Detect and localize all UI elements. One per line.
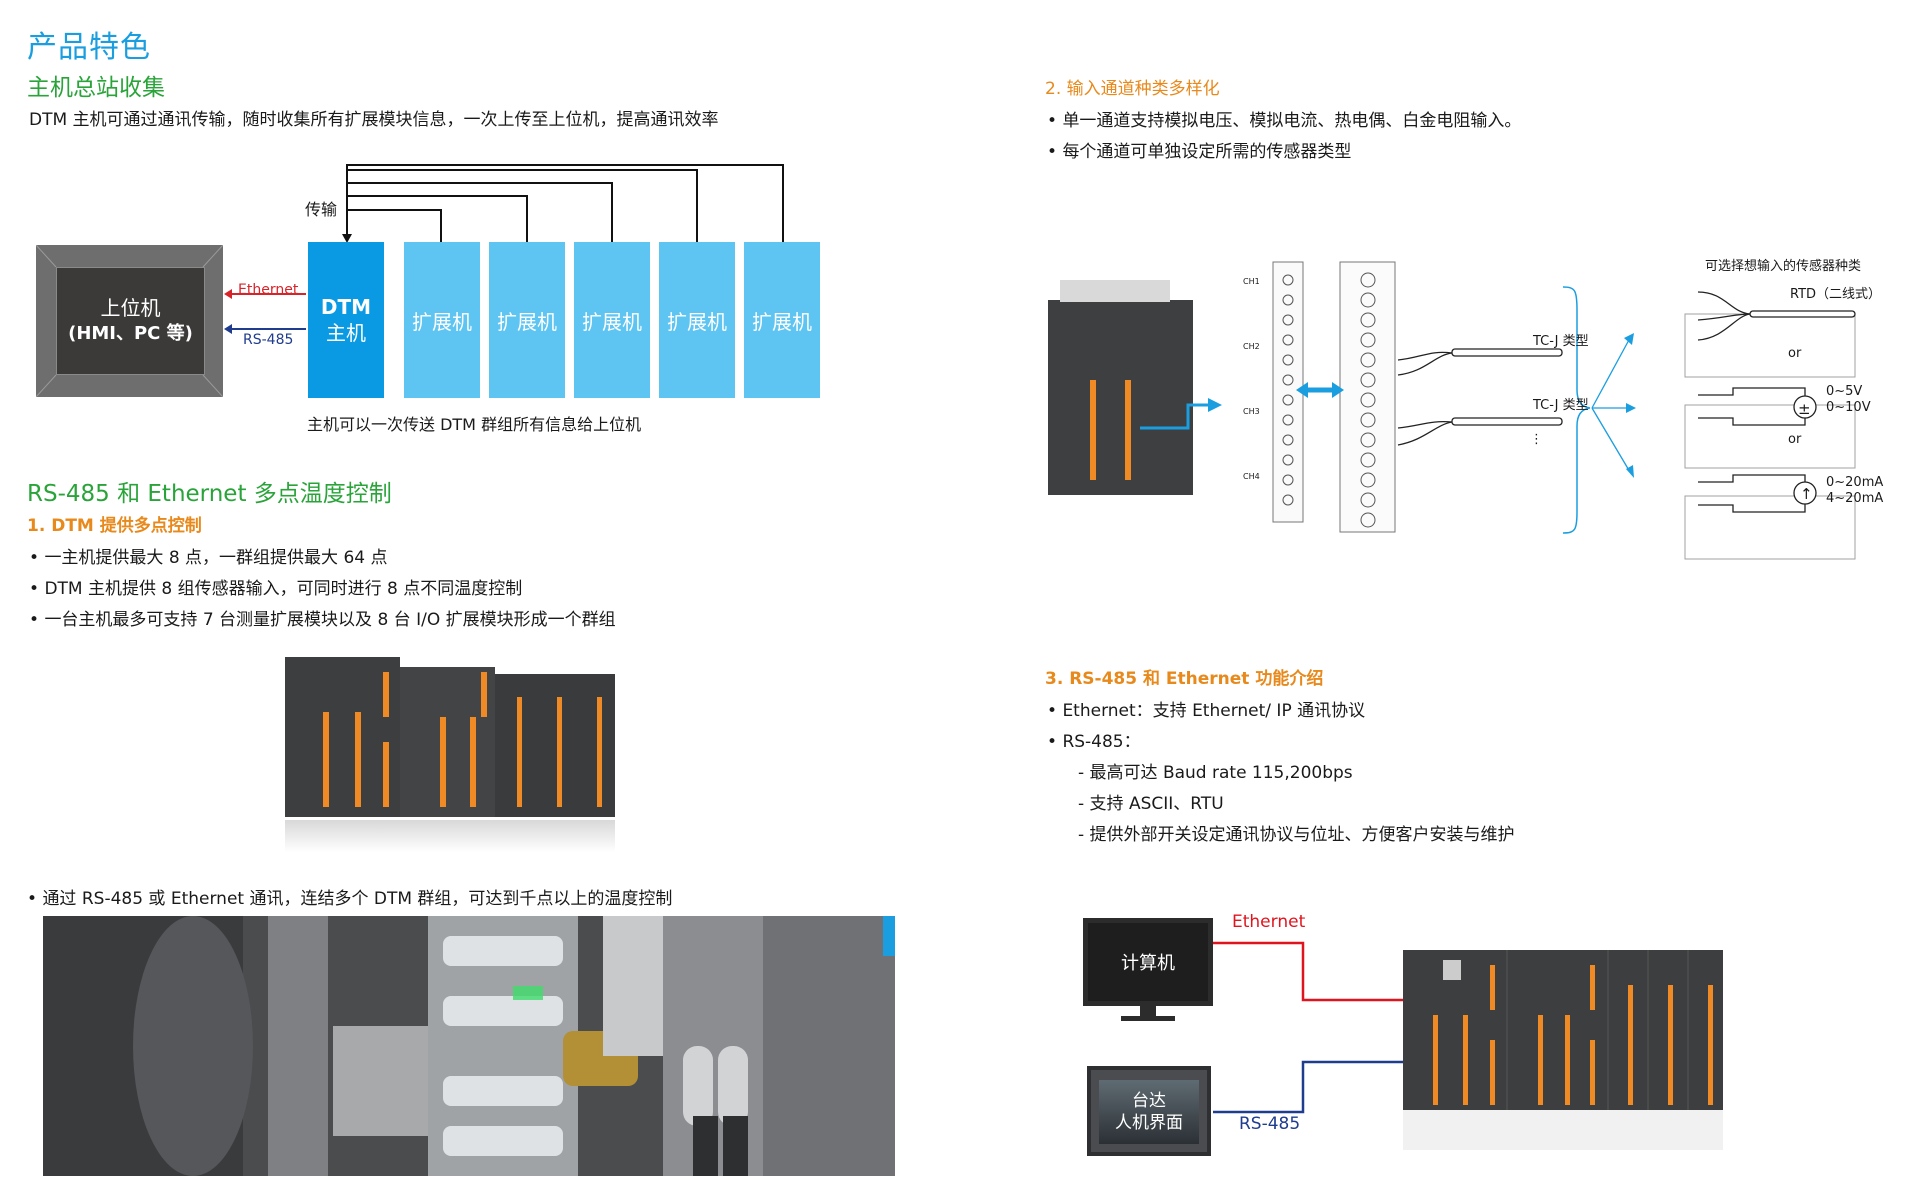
channel-label: CH1 [1243, 277, 1260, 286]
sensor-types-title: 可选择想输入的传感器种类 [1705, 259, 1862, 274]
uparrow-symbol: ↑ [1800, 485, 1813, 503]
computer-label: 计算机 [1083, 918, 1213, 1006]
sub-item: - 最高可达 Baud rate 115,200bps [1078, 763, 1353, 783]
host-line2: (HMI、PC 等) [68, 323, 193, 344]
page-title: 产品特色 [27, 30, 151, 65]
dtm-line2: 主机 [326, 321, 366, 345]
voltage-source-icon [1793, 395, 1817, 419]
bullet-item: DTM 主机提供 8 组传感器输入，可同时进行 8 点不同温度控制 [29, 574, 522, 599]
subsection-title-3: 3. RS-485 和 Ethernet 功能介绍 [1045, 669, 1324, 689]
bullet-item: 单一通道支持模拟电压、模拟电流、热电偶、白金电阻输入。 [1047, 106, 1521, 131]
rs485-label: RS-485 [243, 332, 294, 348]
rtd-label: RTD（二线式） [1790, 287, 1882, 302]
extension-block: 扩展机 [574, 242, 650, 398]
arrow-down-icon [342, 234, 352, 243]
host-computer-label: 上位机 (HMI、PC 等) [56, 267, 205, 375]
bullet-item: 一台主机最多可支持 7 台测量扩展模块以及 8 台 I/O 扩展模块形成一个群组 [29, 605, 615, 630]
bullet-item: Ethernet：支持 Ethernet/ IP 通讯协议 [1047, 696, 1365, 721]
hmi-line2: 人机界面 [1115, 1113, 1183, 1133]
current-range: 0~20mA [1826, 475, 1884, 490]
or-label: or [1788, 346, 1802, 361]
delta-hmi-panel: 台达 人机界面 [1087, 1066, 1211, 1156]
dtm-host-block: DTM 主机 [308, 242, 384, 398]
arrow-right-icon [1208, 398, 1222, 412]
host-line1: 上位机 [100, 296, 161, 320]
bullet-item: 每个通道可单独设定所需的传感器类型 [1047, 137, 1351, 162]
tc-j-label: TC-J 类型 [1533, 398, 1589, 413]
current-range: 4~20mA [1826, 491, 1884, 506]
or-label: or [1788, 432, 1802, 447]
host-computer-box: 上位机 (HMI、PC 等) [36, 245, 223, 397]
dtm-group-product-image [285, 652, 625, 852]
monitor-stand [1140, 1006, 1156, 1016]
ethernet-port-icon [1443, 960, 1461, 980]
channel-label: CH4 [1243, 472, 1260, 481]
extension-block: 扩展机 [744, 242, 820, 398]
arrow-left-icon [224, 324, 232, 334]
arrow-left-icon [224, 289, 232, 299]
network-lines [1213, 941, 1723, 1150]
hmi-line1: 台达 [1132, 1091, 1166, 1111]
ethernet-label: Ethernet [238, 282, 299, 298]
transfer-label: 传输 [305, 200, 338, 219]
subsection-title-2: 2. 输入通道种类多样化 [1045, 79, 1220, 99]
bevel-frame [36, 245, 223, 397]
channel-label: CH3 [1243, 407, 1260, 416]
plusminus-symbol: ± [1798, 400, 1811, 418]
channel-label: CH2 [1243, 342, 1260, 351]
transfer-lines [224, 164, 784, 334]
bullet-item: 一主机提供最大 8 点，一群组提供最大 64 点 [29, 543, 387, 568]
extension-block: 扩展机 [659, 242, 735, 398]
wiring-illustration [1048, 261, 1856, 560]
sub-item: - 支持 ASCII、RTU [1078, 794, 1224, 814]
injection-mold-machine-photo [43, 916, 895, 1176]
computer-monitor: 计算机 [1083, 918, 1213, 1021]
section-heading-host-collection: 主机总站收集 [27, 75, 165, 101]
product-illustration [285, 657, 615, 852]
monitor-base [1121, 1016, 1175, 1021]
ethernet-label: Ethernet [1232, 912, 1306, 932]
diagram-caption: 主机可以一次传送 DTM 群组所有信息给上位机 [307, 415, 642, 434]
section-description: DTM 主机可通过通讯传输，随时收集所有扩展模块信息，一次上传至上位机，提高通讯… [29, 110, 719, 130]
note-bullet: 通过 RS-485 或 Ethernet 通讯，连结多个 DTM 群组，可达到千… [27, 884, 672, 909]
extension-block: 扩展机 [489, 242, 565, 398]
hmi-label: 台达 人机界面 [1099, 1080, 1199, 1144]
tc-j-label: TC-J 类型 [1533, 334, 1589, 349]
section-heading-multipoint: RS-485 和 Ethernet 多点温度控制 [27, 481, 392, 507]
voltage-range: 0~5V [1826, 384, 1863, 399]
machine-photo-illustration [43, 916, 895, 1176]
rs485-label: RS-485 [1239, 1114, 1301, 1134]
sub-item: - 提供外部开关设定通讯协议与位址、方便客户安装与维护 [1078, 825, 1515, 845]
dtm-line1: DTM [320, 295, 372, 319]
bullet-item: RS-485： [1047, 727, 1140, 752]
ellipsis: ⋮ [1530, 432, 1543, 447]
extension-block: 扩展机 [404, 242, 480, 398]
current-source-icon [1793, 481, 1817, 505]
bidirectional-arrow-icon [1296, 382, 1308, 398]
subsection-title-1: 1. DTM 提供多点控制 [27, 516, 202, 536]
voltage-range: 0~10V [1826, 400, 1871, 415]
